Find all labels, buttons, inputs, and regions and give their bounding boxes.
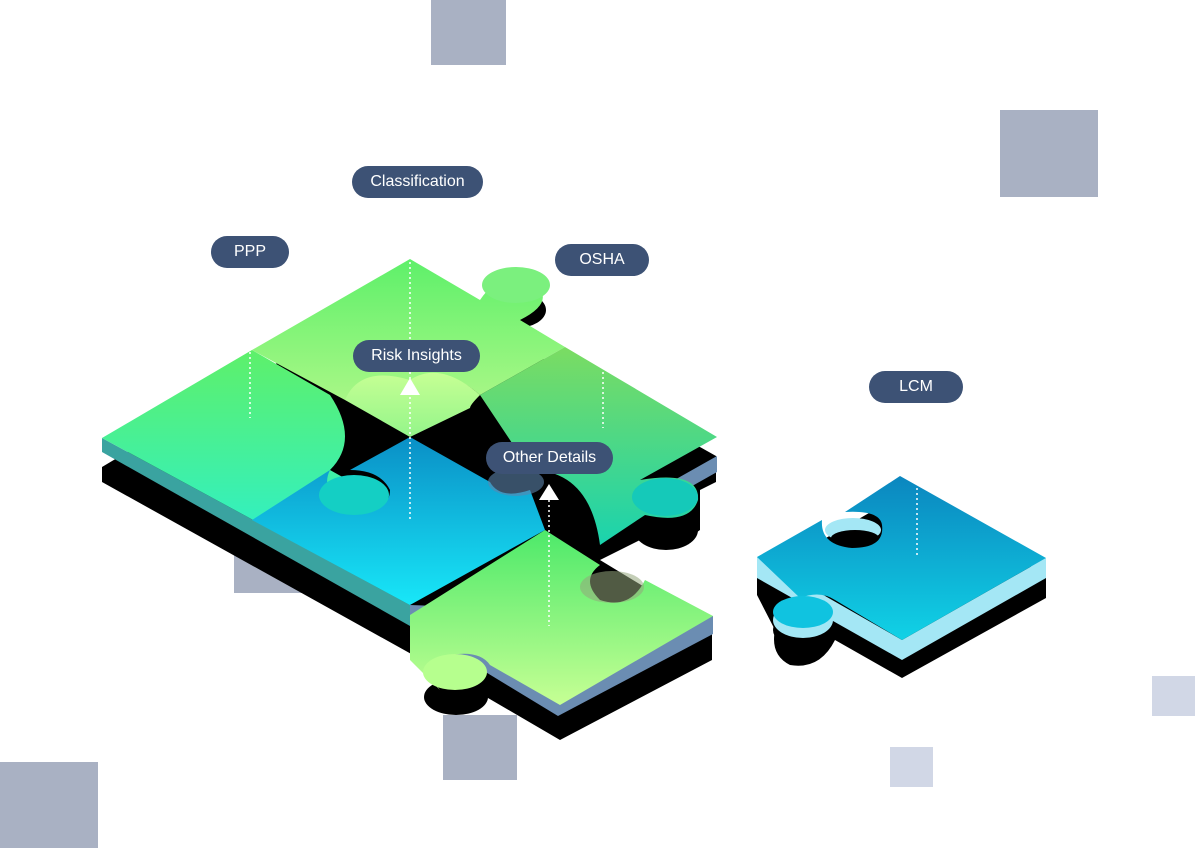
decor-square: [0, 762, 98, 848]
loose-piece-top: [757, 476, 1046, 640]
knob: [423, 654, 487, 690]
arrow-up-icon: [539, 484, 559, 500]
knob: [632, 478, 698, 516]
decor-square: [890, 747, 933, 787]
knob: [580, 571, 644, 603]
arrow-up-icon: [400, 378, 420, 395]
piece-top: [252, 259, 565, 400]
knob-shadow: [634, 510, 698, 550]
other-details-label: Other Details: [486, 442, 613, 474]
lcm-label: LCM: [869, 371, 963, 403]
piece-center: [345, 372, 480, 437]
piece-blue: [252, 437, 545, 605]
knob-shadow: [424, 679, 488, 715]
decor-square: [443, 715, 517, 780]
piece-bottom: [410, 530, 713, 705]
decor-square: [1152, 676, 1195, 716]
decor-square: [1000, 110, 1098, 197]
knob: [488, 468, 544, 496]
puzzle-edge: [102, 438, 410, 626]
decor-square: [431, 0, 506, 65]
knob: [482, 267, 550, 303]
loose-hole-inner: [831, 530, 879, 546]
knob: [319, 475, 389, 515]
classification-label: Classification: [352, 166, 483, 198]
osha-label: OSHA: [555, 244, 649, 276]
loose-knob: [773, 596, 833, 628]
ppp-label: PPP: [211, 236, 289, 268]
risk-insights-label: Risk Insights: [353, 340, 480, 372]
